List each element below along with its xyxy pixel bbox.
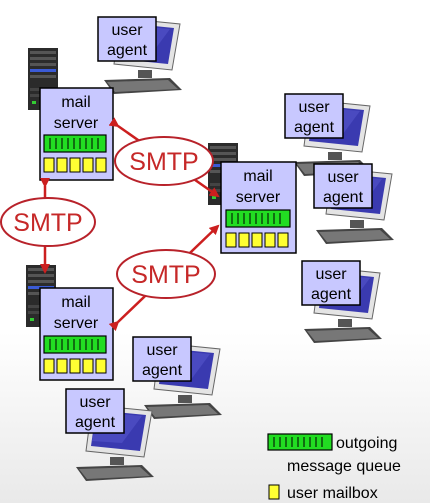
legend-queue-label-line1: outgoing bbox=[336, 435, 397, 452]
mail-server-label-line1: mail bbox=[243, 168, 272, 185]
mail-server-2: mail server bbox=[220, 161, 297, 254]
user-agent-1: user agent bbox=[97, 16, 157, 62]
outgoing-message-queue bbox=[225, 209, 291, 228]
mail-server-3: mail server bbox=[39, 287, 114, 381]
user-agent-3: user agent bbox=[313, 163, 373, 209]
user-agent-5: user agent bbox=[132, 336, 192, 382]
mail-server-label-line2: server bbox=[54, 315, 99, 332]
smtp-label-lower: SMTP bbox=[116, 249, 216, 299]
outgoing-message-queue bbox=[43, 134, 107, 153]
user-mailboxes bbox=[43, 358, 107, 374]
user-agent-label-line1: user bbox=[298, 99, 330, 116]
smtp-label-left: SMTP bbox=[0, 197, 96, 247]
smtp-text: SMTP bbox=[131, 261, 200, 289]
mail-server-1: mail server bbox=[39, 87, 114, 181]
mail-server-label-line2: server bbox=[236, 189, 281, 206]
mail-server-label-line1: mail bbox=[61, 94, 90, 111]
user-agent-6: user agent bbox=[65, 388, 125, 434]
user-mailboxes bbox=[43, 157, 107, 173]
legend-mailbox-label: user mailbox bbox=[287, 485, 378, 502]
legend-queue-swatch bbox=[267, 433, 333, 451]
user-agent-label-line1: user bbox=[315, 266, 347, 283]
user-agent-label-line2: agent bbox=[323, 189, 364, 206]
legend-mailbox-swatch bbox=[268, 484, 280, 500]
smtp-text: SMTP bbox=[13, 209, 82, 237]
user-agent-label-line2: agent bbox=[75, 414, 116, 431]
user-agent-label-line1: user bbox=[79, 394, 111, 411]
user-agent-label-line1: user bbox=[111, 22, 143, 39]
smtp-label-upper: SMTP bbox=[114, 136, 214, 186]
user-agent-label-line1: user bbox=[327, 169, 359, 186]
legend: outgoing message queue user mailbox bbox=[267, 433, 401, 502]
user-agent-label-line2: agent bbox=[107, 42, 148, 59]
user-agent-label-line2: agent bbox=[294, 119, 335, 136]
legend-queue-label-line2: message queue bbox=[287, 458, 401, 475]
smtp-text: SMTP bbox=[129, 148, 198, 176]
user-agent-2: user agent bbox=[284, 93, 344, 139]
mail-server-label-line1: mail bbox=[61, 294, 90, 311]
outgoing-message-queue bbox=[43, 335, 107, 354]
mail-server-label-line2: server bbox=[54, 115, 99, 132]
user-agent-4: user agent bbox=[301, 260, 361, 306]
user-agent-label-line1: user bbox=[146, 342, 178, 359]
user-agent-label-line2: agent bbox=[142, 362, 183, 379]
user-mailboxes bbox=[225, 232, 289, 248]
user-agent-label-line2: agent bbox=[311, 286, 352, 303]
